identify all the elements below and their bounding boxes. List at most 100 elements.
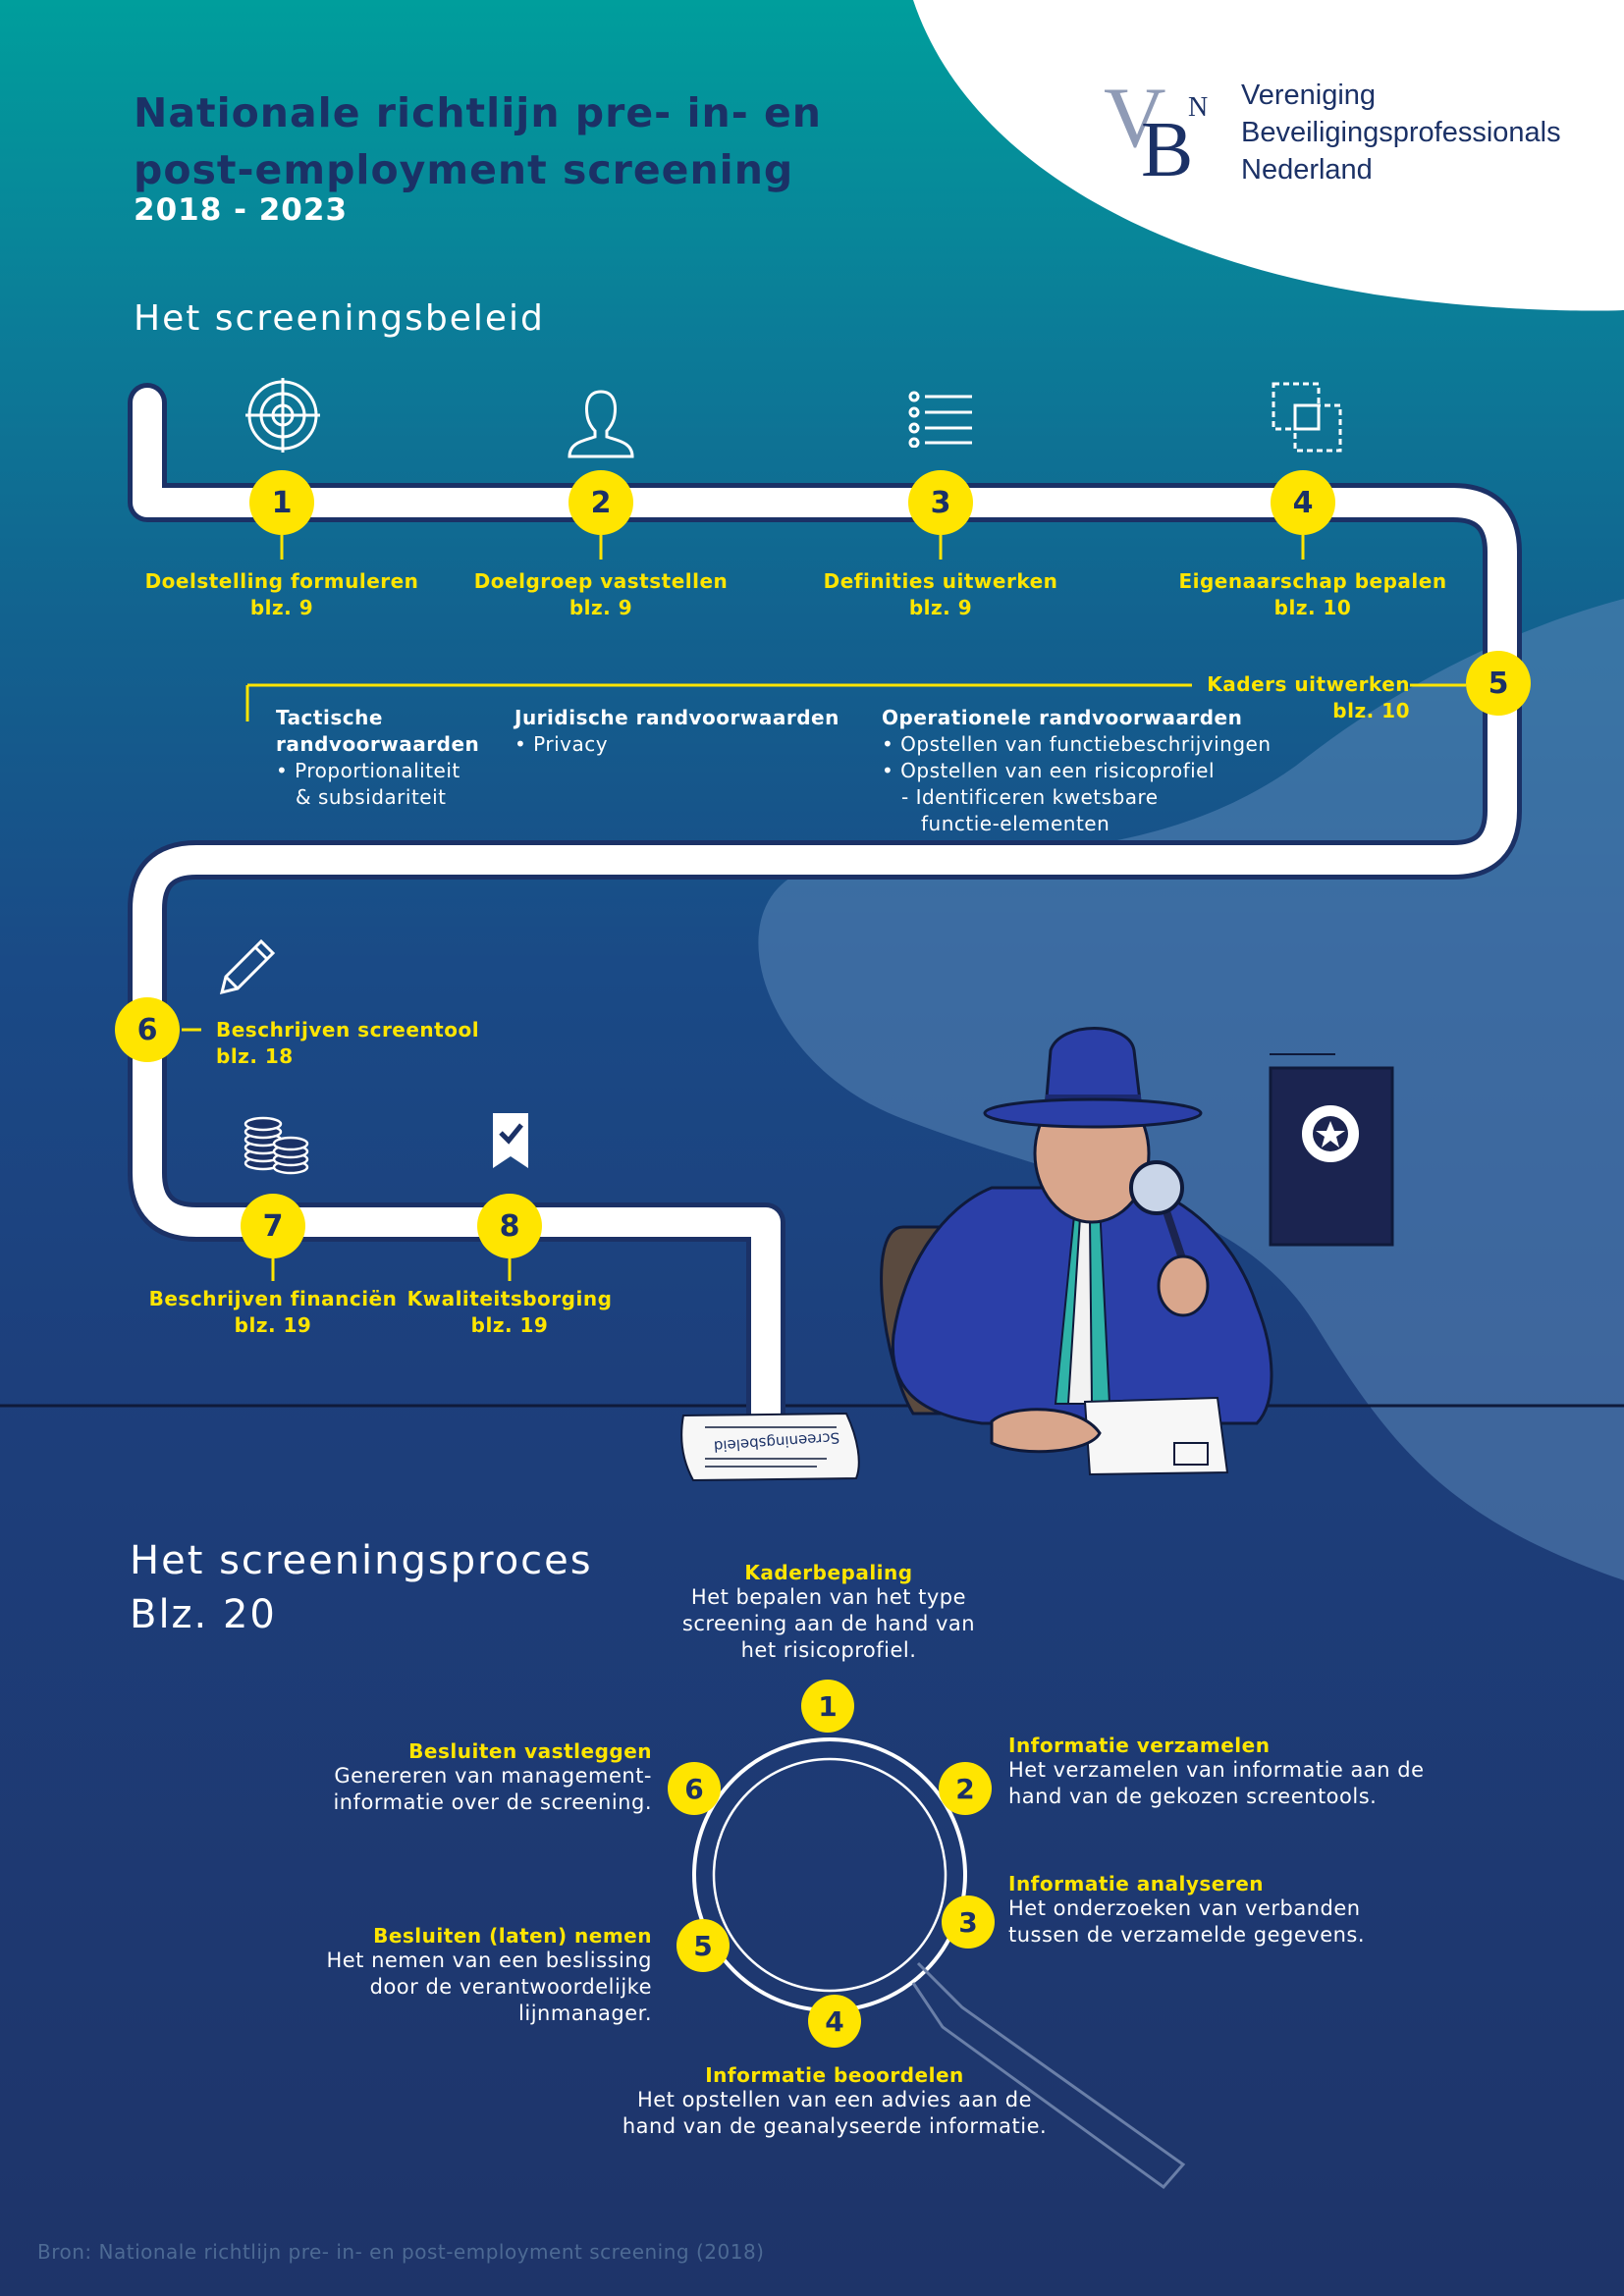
process-step-6-text: Besluiten vastleggen Genereren van manag… — [259, 1739, 652, 1816]
policy-step-1-number: 1 — [249, 470, 314, 535]
title-line-1: Nationale richtlijn pre- in- en — [134, 89, 822, 136]
process-step-6-number: 6 — [668, 1762, 721, 1815]
legal-title: Juridische randvoorwaarden — [514, 706, 839, 729]
target-icon — [245, 378, 320, 453]
process-step-5-title: Besluiten (laten) nemen — [373, 1924, 652, 1948]
process-step-4-text: Informatie beoordelen Het opstellen van … — [589, 2063, 1080, 2140]
process-step-4-line-2: hand van de geanalyseerde informatie. — [622, 2114, 1048, 2138]
step-7-title: Beschrijven financiën — [148, 1287, 398, 1310]
operational-sub-2: functie-elementen — [921, 812, 1110, 835]
process-step-6-line-2: informatie over de screening. — [333, 1790, 652, 1814]
process-step-6-line-1: Genereren van management- — [334, 1764, 652, 1788]
operational-item-2: • Opstellen van een risicoprofiel — [882, 759, 1216, 782]
policy-step-2-number: 2 — [568, 470, 633, 535]
step-1-page: blz. 9 — [249, 596, 314, 619]
tactical-item-1: • Proportionaliteit — [276, 759, 460, 782]
policy-step-2-label: Doelgroep vaststellen blz. 9 — [463, 568, 738, 621]
process-step-6-title: Besluiten vastleggen — [408, 1739, 652, 1763]
step-2-title: Doelgroep vaststellen — [473, 569, 729, 593]
detective-illustration — [880, 1027, 1394, 1476]
process-step-1-line-1: Het bepalen van het type — [690, 1585, 967, 1609]
process-step-1-text: Kaderbepaling Het bepalen van het type s… — [632, 1561, 1025, 1664]
coins-icon — [244, 1116, 309, 1175]
tactical-title-1: Tactische — [276, 706, 383, 729]
list-icon — [908, 391, 972, 448]
logo-text: Vereniging Beveiligingsprofessionals Ned… — [1241, 77, 1561, 188]
process-step-2-number: 2 — [939, 1762, 992, 1815]
ownership-icon — [1272, 382, 1342, 453]
tactical-item-2: & subsidariteit — [296, 785, 447, 809]
policy-step-1-label: Doelstelling formuleren blz. 9 — [144, 568, 419, 621]
legal-conditions: Juridische randvoorwaarden • Privacy — [514, 705, 839, 758]
policy-step-4-number: 4 — [1271, 470, 1335, 535]
wall-badge-frame — [1269, 1053, 1394, 1247]
operational-conditions: Operationele randvoorwaarden • Opstellen… — [882, 705, 1272, 837]
step-4-page: blz. 10 — [1273, 596, 1352, 619]
operational-item-1: • Opstellen van functiebeschrijvingen — [882, 732, 1272, 756]
policy-document: Screeningsbeleid — [679, 1410, 864, 1484]
step-6-page: blz. 18 — [216, 1044, 294, 1068]
process-step-2-line-2: hand van de gekozen screentools. — [1008, 1785, 1378, 1808]
person-icon — [568, 390, 634, 458]
process-step-2-title: Informatie verzamelen — [1008, 1734, 1271, 1757]
step-3-page: blz. 9 — [908, 596, 973, 619]
process-step-3-line-1: Het onderzoeken van verbanden — [1008, 1896, 1361, 1920]
legal-item: • Privacy — [514, 732, 609, 756]
policy-step-6-number: 6 — [115, 997, 180, 1062]
process-heading-line-2: Blz. 20 — [130, 1592, 277, 1637]
process-step-1-line-3: het risicoprofiel. — [740, 1638, 917, 1662]
title-line-2: post-employment screening — [134, 146, 794, 193]
process-step-3-line-2: tussen de verzamelde gegevens. — [1008, 1923, 1366, 1947]
policy-step-5-label: Kaders uitwerken blz. 10 — [1194, 671, 1410, 724]
policy-step-7-label: Beschrijven financiën blz. 19 — [145, 1286, 401, 1339]
logo-line-1: Vereniging — [1241, 80, 1377, 111]
logo-line-3: Nederland — [1241, 154, 1373, 186]
source-footer: Bron: Nationale richtlijn pre- in- en po… — [37, 2240, 765, 2264]
step-2-page: blz. 9 — [568, 596, 633, 619]
tactical-title-2: randvoorwaarden — [276, 732, 480, 756]
white-corner-shape — [913, 0, 1624, 311]
process-step-1-title: Kaderbepaling — [744, 1561, 913, 1584]
process-step-4-line-1: Het opstellen van een advies aan de — [636, 2088, 1033, 2111]
step-3-title: Definities uitwerken — [823, 569, 1058, 593]
process-heading-line-1: Het screeningsproces — [130, 1538, 593, 1583]
step-5-page: blz. 10 — [1332, 699, 1410, 722]
process-step-3-title: Informatie analyseren — [1008, 1872, 1265, 1896]
badge-check-icon — [493, 1113, 528, 1168]
policy-step-8-label: Kwaliteitsborging blz. 19 — [402, 1286, 618, 1339]
step-5-title: Kaders uitwerken — [1207, 672, 1410, 696]
process-step-5-text: Besluiten (laten) nemen Het nemen van ee… — [259, 1924, 652, 2027]
process-step-5-line-3: lijnmanager. — [518, 2002, 652, 2025]
step-8-page: blz. 19 — [470, 1313, 549, 1337]
process-step-3-number: 3 — [942, 1896, 995, 1949]
desk-paper — [1083, 1396, 1229, 1476]
pencil-icon — [219, 938, 276, 995]
document-sheet — [680, 1412, 860, 1482]
policy-step-4-label: Eigenaarschap bepalen blz. 10 — [1165, 568, 1460, 621]
step-8-title: Kwaliteitsborging — [406, 1287, 613, 1310]
process-step-1-number: 1 — [801, 1680, 854, 1733]
process-step-5-line-1: Het nemen van een beslissing — [326, 1949, 652, 1972]
process-step-2-line-1: Het verzamelen van informatie aan de — [1008, 1758, 1425, 1782]
year-range: 2018 - 2023 — [134, 192, 349, 228]
step-6-title: Beschrijven screentool — [216, 1018, 480, 1041]
process-heading: Het screeningsproces Blz. 20 — [130, 1534, 593, 1642]
vbn-logo: V B N — [1100, 69, 1237, 196]
process-step-4-title: Informatie beoordelen — [705, 2063, 964, 2087]
policy-step-6-label: Beschrijven screentool blz. 18 — [216, 1017, 479, 1070]
page-title: Nationale richtlijn pre- in- en post-emp… — [134, 84, 822, 198]
operational-sub-1: - Identificeren kwetsbare — [901, 785, 1159, 809]
policy-step-7-number: 7 — [241, 1194, 305, 1258]
logo-v: V — [1104, 71, 1166, 166]
process-step-1-line-2: screening aan de hand van — [681, 1612, 976, 1635]
process-step-4-number: 4 — [808, 1995, 861, 2048]
step-1-title: Doelstelling formuleren — [144, 569, 419, 593]
tactical-conditions: Tactische randvoorwaarden • Proportional… — [276, 705, 479, 811]
policy-step-5-number: 5 — [1466, 651, 1531, 716]
operational-title: Operationele randvoorwaarden — [882, 706, 1243, 729]
policy-step-3-label: Definities uitwerken blz. 9 — [803, 568, 1078, 621]
logo-line-2: Beveiligingsprofessionals — [1241, 117, 1561, 148]
step-4-title: Eigenaarschap bepalen — [1178, 569, 1447, 593]
process-step-3-text: Informatie analyseren Het onderzoeken va… — [1008, 1872, 1365, 1949]
